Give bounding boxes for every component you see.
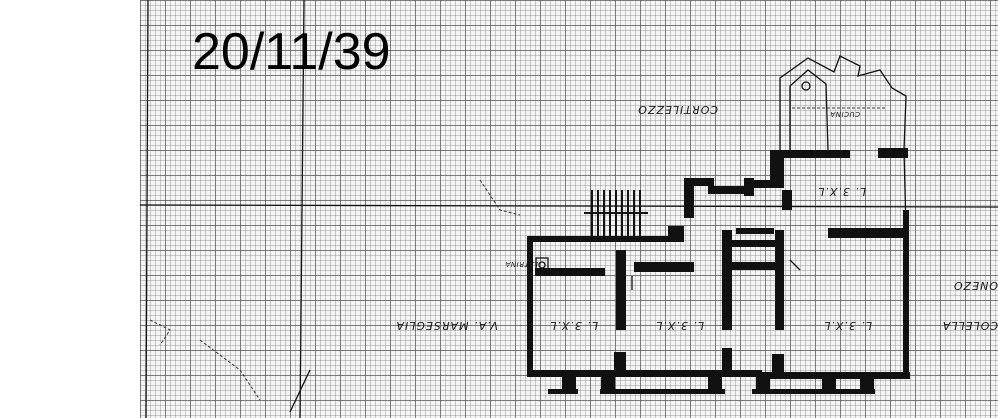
wall-right-room <box>828 228 904 238</box>
ledge-2 <box>600 389 725 394</box>
wall-upper-5 <box>754 180 784 188</box>
pencil-mark-1 <box>479 179 521 216</box>
pilaster-5 <box>822 376 836 392</box>
wall-corridor <box>736 228 774 234</box>
label-cucina: CUCINA <box>830 110 860 118</box>
wall-upper-2 <box>684 178 714 186</box>
partition-1 <box>616 250 626 330</box>
label-room-d: L. 3.X.L <box>817 185 866 198</box>
paper-edge-line <box>145 0 149 418</box>
wall-upper-8 <box>878 148 908 158</box>
date-stamp: 20/11/39 <box>192 23 391 81</box>
wall-bottom-left <box>527 370 762 377</box>
pilaster-2 <box>601 376 615 392</box>
wall-mid-1 <box>634 262 694 272</box>
pilaster-6 <box>860 376 874 392</box>
partition-3 <box>775 230 784 330</box>
reference-line-vertical <box>299 0 305 418</box>
pencil-mark-3 <box>289 369 311 413</box>
pilaster-1 <box>562 376 576 392</box>
graph-paper-background <box>140 0 998 418</box>
label-collella: COLELLA <box>942 319 998 332</box>
partition-2b <box>722 348 732 374</box>
pencil-mark-4 <box>149 319 171 346</box>
tower-fixture <box>801 81 811 91</box>
label-room-b: L. 3.X.L <box>655 319 704 332</box>
label-collella-top: ONEZO <box>953 279 998 292</box>
partition-2 <box>722 230 732 330</box>
wall-upper-7 <box>780 150 850 158</box>
wall-left <box>527 236 533 376</box>
pencil-mark-2 <box>199 339 261 401</box>
wall-upper-1 <box>684 178 694 218</box>
ledge-3 <box>752 389 875 394</box>
wall-upper-4 <box>744 178 754 196</box>
latrina-fixture <box>535 257 549 273</box>
label-room-c: L. 3.X.L <box>823 319 872 332</box>
wall-right <box>903 210 909 378</box>
partition-3b <box>772 354 784 374</box>
wall-bottom-right <box>762 372 910 379</box>
label-room-a: L. 3.X.L <box>549 319 598 332</box>
reference-line-horizontal <box>139 204 998 208</box>
right-edge-line <box>903 149 907 231</box>
tower-outline <box>779 55 907 151</box>
door-mark-2 <box>789 259 801 271</box>
pilaster-3 <box>708 376 722 392</box>
wall-top-left <box>527 236 677 242</box>
label-latrina: LATRINA <box>505 260 538 268</box>
latrina-bowl <box>538 261 546 269</box>
label-cortile: CORTILEZZO <box>637 103 718 116</box>
pilaster-4 <box>756 376 770 392</box>
wall-mid-2 <box>730 262 780 270</box>
wall-upper-9 <box>782 190 792 210</box>
wall-block-1 <box>668 226 684 242</box>
tower-inner <box>789 69 829 151</box>
partition-1b <box>614 352 626 374</box>
staircase <box>584 190 648 236</box>
wall-mid-3 <box>728 240 778 247</box>
label-via: V.A. MARSEGLIA <box>396 319 499 332</box>
ledge-1 <box>548 389 578 394</box>
wall-latrina <box>535 268 605 276</box>
wall-upper-3 <box>708 186 748 194</box>
